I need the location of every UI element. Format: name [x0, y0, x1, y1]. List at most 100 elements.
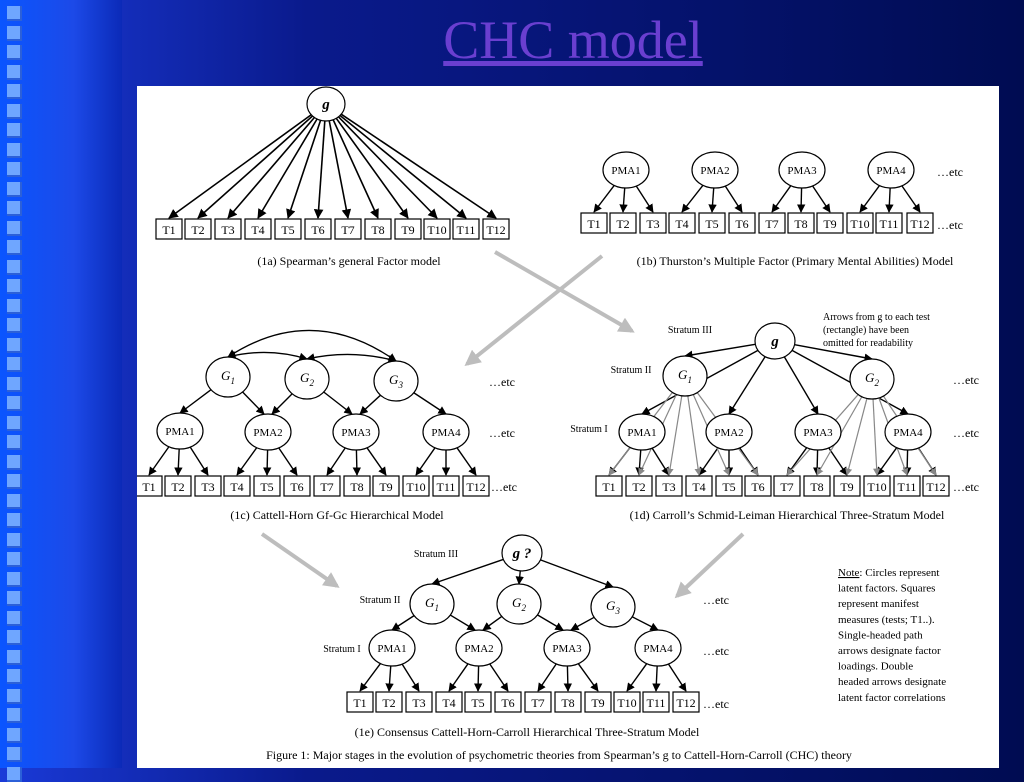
pma-circle [778, 151, 826, 189]
pma-label: PMA4 [876, 165, 906, 177]
decorative-square [7, 220, 22, 236]
path-arrow [489, 663, 509, 692]
test-box [343, 475, 371, 497]
pma-circle [244, 413, 292, 451]
test-label: T8 [371, 223, 384, 237]
path-arrow [286, 120, 322, 219]
test-label: T11 [647, 696, 666, 710]
path-arrow [197, 115, 314, 219]
path-arrow [724, 185, 743, 213]
test-box [372, 475, 400, 497]
test-label: T10 [406, 480, 425, 494]
test-label: T11 [457, 223, 476, 237]
correlation-arrow [227, 329, 397, 362]
test-label: T11 [898, 480, 917, 494]
test-label: T1 [142, 480, 155, 494]
omission-note: omitted for readability [823, 338, 913, 349]
test-box [283, 475, 311, 497]
etc-label: …etc [703, 697, 729, 711]
decorative-square [7, 142, 22, 158]
factor-label: G3 [606, 598, 620, 616]
pma-circle [332, 413, 380, 451]
test-label: T10 [617, 696, 636, 710]
path-arrow [448, 663, 469, 692]
pma-circle [634, 629, 682, 667]
etc-label: …etc [489, 426, 515, 440]
test-label: T12 [486, 223, 505, 237]
test-label: T5 [281, 223, 294, 237]
path-arrow [339, 114, 467, 219]
test-box [668, 212, 696, 234]
decorative-square [7, 6, 22, 21]
pma-label: PMA1 [611, 165, 640, 177]
test-box [613, 691, 641, 713]
decorative-square [7, 396, 22, 411]
legend-note-line: measures (tests; T1..). [838, 614, 935, 626]
test-label: T6 [290, 480, 303, 494]
pma-circle [602, 151, 650, 189]
path-arrow [635, 185, 654, 213]
test-box [685, 475, 713, 497]
decorative-squares [7, 0, 25, 782]
test-box [816, 212, 844, 234]
test-box [672, 691, 700, 713]
path-arrow [651, 447, 670, 476]
test-label: T4 [692, 480, 705, 494]
path-arrow [828, 447, 848, 476]
test-label: T3 [662, 480, 675, 494]
test-label: T2 [191, 223, 204, 237]
legend-note-line: Note: Circles represent [838, 567, 939, 579]
decorative-square [7, 591, 22, 606]
stratum-label: Stratum III [414, 549, 458, 560]
test-box [394, 218, 422, 240]
test-label: T2 [616, 217, 629, 231]
test-box [698, 212, 726, 234]
path-arrow [464, 254, 604, 366]
stratum-label: Stratum I [323, 644, 361, 655]
path-arrow [674, 532, 745, 599]
path-arrow [563, 665, 573, 692]
decorative-square [7, 103, 22, 119]
pma-label: PMA1 [377, 643, 406, 655]
decorative-square [7, 610, 22, 626]
decorative-square [7, 454, 22, 470]
path-arrow [352, 449, 362, 476]
figure-caption: Figure 1: Major stages in the evolution … [266, 748, 852, 762]
test-box [244, 218, 272, 240]
path-arrow [260, 532, 340, 588]
path-arrow [812, 185, 831, 213]
path-arrow [540, 559, 614, 589]
legend-note-line: latent factor correlations [838, 692, 946, 704]
legend-note-line: headed arrows designate [838, 676, 946, 688]
decorative-square [7, 337, 22, 353]
path-arrow [593, 185, 615, 213]
path-arrow [401, 663, 420, 692]
test-label: T3 [646, 217, 659, 231]
caption-1b: (1b) Thurston’s Multiple Factor (Primary… [637, 254, 954, 268]
path-arrow [666, 395, 683, 476]
decorative-square [7, 123, 22, 138]
path-arrow [631, 616, 659, 631]
omission-note: (rectangle) have been [823, 325, 909, 336]
test-label: T6 [311, 223, 324, 237]
path-arrow [335, 117, 409, 219]
path-arrow [366, 447, 387, 476]
test-label: T10 [867, 480, 886, 494]
path-arrow [698, 447, 719, 476]
test-box [639, 212, 667, 234]
decorative-square [7, 84, 22, 99]
path-arrow [876, 447, 898, 476]
test-box [787, 212, 815, 234]
path-arrow [902, 449, 912, 476]
pma-circle [705, 413, 753, 451]
test-label: T5 [260, 480, 273, 494]
legend-note-line: loadings. Double [838, 661, 913, 673]
g-factor-label: g [770, 334, 779, 350]
decorative-square [7, 649, 22, 665]
caption-1c: (1c) Cattell-Horn Gf-Gc Hierarchical Mod… [230, 508, 444, 522]
test-box [223, 475, 251, 497]
etc-label: …etc [703, 644, 729, 658]
path-arrow [845, 398, 868, 476]
